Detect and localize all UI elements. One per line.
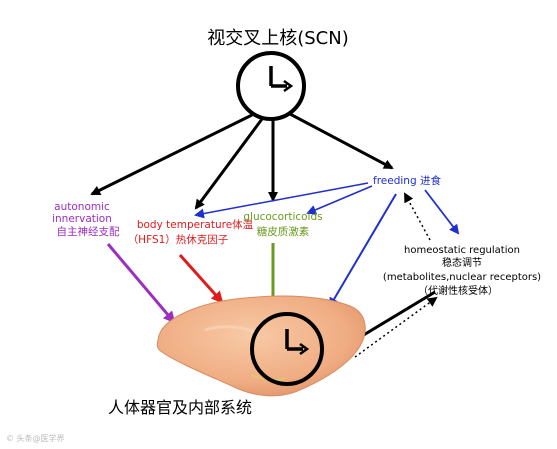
scn-output-arrows (90, 112, 394, 210)
homeostatic-label-line4: （代谢性核受体） (418, 284, 498, 297)
body-temperature-label-line1: body temperature体温 (137, 219, 254, 231)
homeostatic-label-line2: 稳态调节 (442, 256, 482, 269)
homeostatic-label-line1: homeostatic regulation (404, 245, 520, 256)
liver-organ-image (156, 295, 366, 397)
glucocorticoids-label-line1: glucocorticoids (243, 211, 322, 223)
autonomic-label: autonomic innervation 自主神经支配 (52, 201, 120, 238)
scn-title: 视交叉上核(SCN) (207, 28, 349, 49)
autonomic-label-line1: autonomic (54, 201, 110, 213)
autonomic-label-line2: innervation (52, 213, 112, 225)
autonomic-label-line3: 自主神经支配 (57, 225, 120, 238)
body-temperature-label-line2: （HFS1）热休克因子 (128, 233, 229, 246)
body-temperature-label: body temperature体温 （HFS1）热休克因子 (128, 219, 254, 246)
homeostatic-label-line3: (metabolites,nuclear receptors) (383, 272, 541, 283)
bottom-organ-label: 人体器官及内部系统 (108, 398, 252, 417)
watermark: © 头条@医学界 (6, 433, 65, 443)
body-temperature-arrow (178, 254, 224, 304)
feeding-arrows (194, 182, 460, 308)
glucocorticoids-label-line2: 糖皮质激素 (257, 225, 310, 238)
homeostatic-feedback-arrows (350, 192, 438, 358)
feeding-label: freeding 进食 (373, 174, 441, 187)
autonomic-arrow (106, 243, 176, 324)
glucocorticoids-label: glucocorticoids 糖皮质激素 (243, 211, 322, 238)
homeostatic-regulation-label: homeostatic regulation 稳态调节 (metabolites… (383, 245, 541, 297)
peripheral-clock-icon (250, 312, 324, 386)
scn-clock-icon (236, 51, 306, 121)
